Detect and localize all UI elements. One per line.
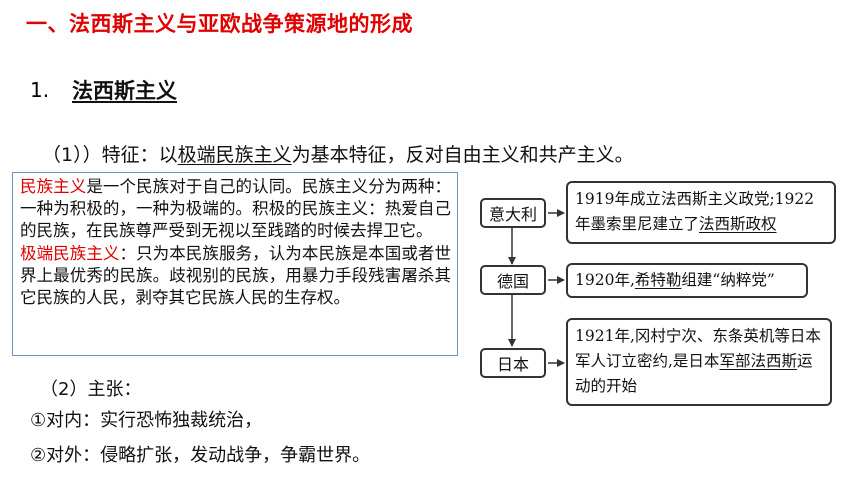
feature-line: （1））特征：以极端民族主义为基本特征，反对自由主义和共产主义。 (42, 140, 634, 167)
node-germany: 德国 (480, 265, 546, 295)
japan-military-fascism: 军部法西斯 (719, 352, 797, 370)
feature-suffix: 为基本特征，反对自由主义和共产主义。 (291, 144, 634, 166)
definition-box: 民族主义是一个民族对于自己的认同。民族主义分为两种：一种为积极的，一种为极端的。… (12, 172, 458, 356)
italy-regime: 法西斯政权 (699, 215, 777, 233)
germany-event-box: 1920年,希特勒组建“纳粹党” (566, 263, 808, 298)
subheading-number: 1. (30, 78, 50, 102)
extreme-nationalism-definition: ：只为本民族服务，认为本民族是本国或者世界上最优秀的民族。歧视别的民族，用暴力手… (20, 243, 452, 308)
nationalism-definition: 是一个民族对于自己的认同。民族主义分为两种：一种为积极的，一种为极端的。积极的民… (20, 177, 452, 241)
germany-event-year: 1920年, (575, 271, 635, 289)
term-extreme-nationalism: 极端民族主义 (20, 243, 120, 263)
claim-domestic: ①对内：实行恐怖独裁统治， (30, 410, 263, 431)
germany-event-text: 组建“纳粹党” (681, 271, 775, 289)
claims-heading: （2）主张： (40, 379, 142, 400)
term-nationalism: 民族主义 (20, 177, 87, 196)
node-japan: 日本 (480, 348, 546, 378)
claim-foreign: ②对外：侵略扩张，发动战争，争霸世界。 (30, 445, 371, 466)
italy-event-box: 1919年成立法西斯主义政党;1922年墨索里尼建立了法西斯政权 (566, 181, 836, 244)
italy-event-text: 1919年成立法西斯主义政党;1922年墨索里尼建立了 (575, 190, 815, 233)
japan-event-text: 1921年,冈村宁次、东条英机等日本军人订立密约,是日本 (575, 327, 821, 370)
node-italy: 意大利 (480, 198, 546, 228)
section-heading: 一、法西斯主义与亚欧战争策源地的形成 (26, 12, 413, 36)
germany-hitler: 希特勒 (634, 271, 682, 289)
subheading-title: 法西斯主义 (72, 79, 177, 103)
feature-keyword: 极端民族主义 (177, 144, 292, 166)
japan-event-suffix: 运动的开始 (575, 352, 813, 395)
japan-event-box: 1921年,冈村宁次、东条英机等日本军人订立密约,是日本军部法西斯运动的开始 (566, 318, 832, 406)
feature-prefix: （1））特征：以 (42, 144, 178, 166)
